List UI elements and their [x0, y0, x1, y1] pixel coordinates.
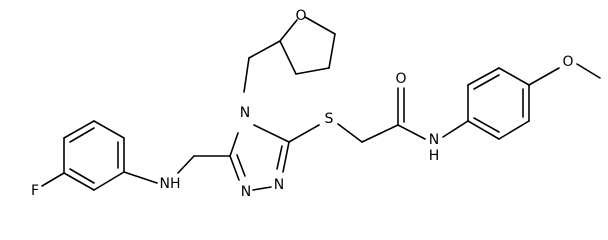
bond-n2-c3-b: [236, 154, 246, 177]
atom-s-thioether: S: [325, 111, 334, 127]
bond-c5-s: [288, 124, 320, 143]
bond-thf-c4-o: [279, 19, 298, 42]
bonds: [41, 16, 601, 191]
bond-c5-n1-a: [282, 141, 290, 173]
bond-ar2-inner-3: [473, 117, 500, 133]
bond-ar1-c4-c5: [63, 120, 95, 139]
bond-ar2-c6-c1: [467, 120, 500, 140]
bond-ar1-c5-c6: [93, 120, 125, 139]
bond-c5-n1-b: [276, 145, 283, 170]
atom-nh-amine: NH: [160, 176, 181, 192]
atom-n-amide: N: [429, 132, 439, 148]
bond-c3-n4: [229, 132, 239, 157]
bond-n-aryl: [442, 120, 469, 138]
bond-o-ch3: [576, 63, 601, 79]
atom-n1-triazole: N: [274, 177, 284, 193]
bond-thf-c2-c3: [295, 67, 330, 75]
atom-f: F: [31, 183, 39, 199]
bond-ar2-o: [528, 67, 560, 86]
bond-thf-ch2: [248, 40, 281, 59]
bond-ch2-carbonyl: [361, 124, 399, 143]
bond-ch2-n4: [243, 57, 250, 93]
bond-ar1-inner-1: [69, 168, 95, 184]
bond-thf-c3-c4: [279, 40, 297, 75]
bond-s-ch2: [337, 123, 363, 143]
atom-o-methoxy: O: [562, 54, 573, 70]
bond-carbonyl-n: [397, 124, 426, 140]
atom-n4-triazole: N: [240, 105, 250, 121]
bond-ch2-nh: [177, 155, 195, 174]
atom-o-thf: O: [295, 8, 306, 24]
bond-ar1-c1-c2: [93, 171, 125, 191]
bond-ar2-inner-1: [473, 74, 500, 90]
bond-n4-c5: [253, 124, 290, 143]
atom-h-amide: H: [429, 148, 440, 164]
molecule-structure: O N N N S O N H O NH F: [31, 8, 601, 200]
bond-n1-n2: [252, 186, 272, 191]
atom-o-carbonyl: O: [395, 71, 406, 87]
bond-ar2-c2-c3: [467, 67, 500, 86]
bond-ar2-c5-c6: [498, 120, 530, 140]
atom-n2-triazole: N: [241, 184, 251, 200]
bond-thf-o-c1: [304, 16, 336, 35]
bond-ar1-f: [41, 172, 65, 187]
bond-nh-aryl: [123, 171, 158, 184]
bond-ar1-c2-c3: [63, 172, 95, 191]
bond-ar2-c3-c4: [498, 67, 530, 86]
atom-labels: O N N N S O N H O NH F: [31, 8, 574, 200]
bond-n2-c3-a: [229, 155, 240, 181]
bond-ar1-inner-2: [69, 127, 95, 143]
bond-thf-c1-c2: [328, 33, 336, 69]
